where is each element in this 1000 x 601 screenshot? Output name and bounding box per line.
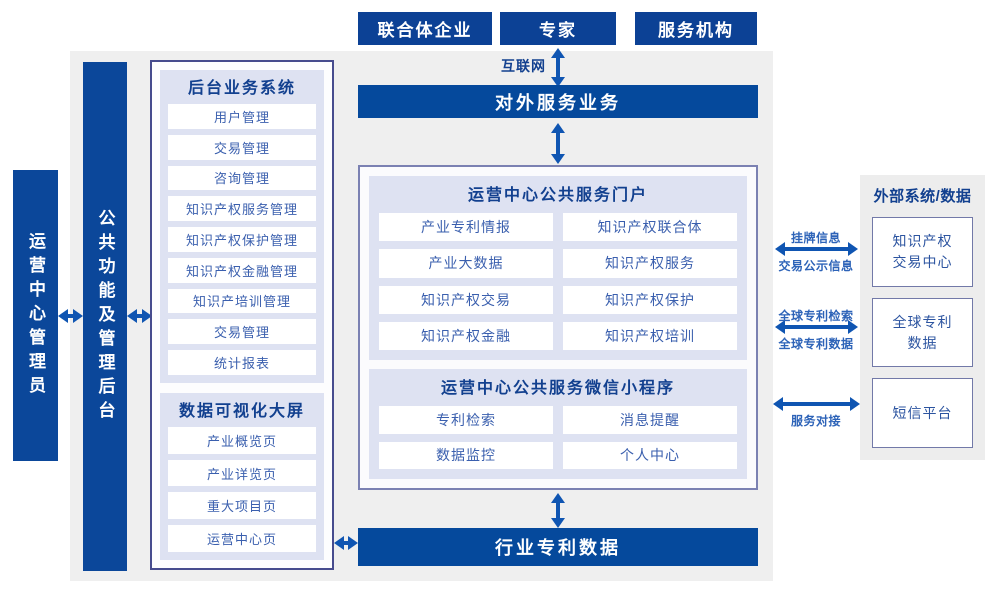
left-panel: 后台业务系统 用户管理 交易管理 咨询管理 知识产权服务管理 知识产权保护管理 … (150, 60, 334, 570)
external-systems-title: 外部系统/数据 (873, 188, 972, 205)
box-label-line: 全球专利 (892, 313, 953, 330)
portal-title: 运营中心公共服务门户 (467, 187, 648, 204)
portal-items: 产业专利情报 知识产权联合体 产业大数据 知识产权服务 知识产权交易 知识产权保… (379, 213, 737, 351)
list-item: 运营中心页 (168, 525, 316, 553)
center-panel: 运营中心公共服务门户 产业专利情报 知识产权联合体 产业大数据 知识产权服务 知… (358, 165, 758, 490)
external-system-global-patent-data: 全球专利 数据 (872, 297, 973, 368)
list-item: 知识产权服务 (563, 249, 737, 278)
list-item: 产业详览页 (168, 459, 316, 487)
data-visualization-section: 数据可视化大屏 产业概览页 产业详览页 重大项目页 运营中心页 (160, 392, 324, 560)
arrow-label-listing-info: 挂牌信息 (790, 231, 841, 245)
data-visualization-items: 产业概览页 产业详览页 重大项目页 运营中心页 (168, 426, 316, 553)
backend-system-section: 后台业务系统 用户管理 交易管理 咨询管理 知识产权服务管理 知识产权保护管理 … (160, 70, 324, 383)
list-item: 知识产权联合体 (563, 213, 737, 242)
operation-center-admin-box: 运营中心管理员 (13, 170, 58, 461)
external-service-bar: 对外服务业务 (358, 85, 758, 118)
list-item: 产业大数据 (379, 249, 553, 278)
list-item: 知识产权金融管理 (168, 257, 316, 283)
list-item: 知识产权金融 (379, 321, 553, 351)
mini-program-items: 专利检索 消息提醒 数据监控 个人中心 (379, 406, 737, 469)
wechat-mini-program-section: 运营中心公共服务微信小程序 专利检索 消息提醒 数据监控 个人中心 (369, 369, 747, 479)
external-system-ip-trading-center: 知识产权 交易中心 (872, 217, 973, 287)
box-label-line: 数据 (907, 334, 938, 351)
actor-consortium-enterprises: 联合体企业 (358, 12, 492, 45)
list-item: 知识产权保护管理 (168, 227, 316, 252)
list-item: 产业概览页 (168, 426, 316, 454)
list-item: 个人中心 (563, 441, 737, 469)
list-item: 专利检索 (379, 406, 553, 434)
arrow-label-global-patent-data: 全球专利数据 (778, 337, 854, 351)
double-arrow-icon (127, 309, 152, 323)
data-visualization-title: 数据可视化大屏 (178, 402, 305, 420)
internet-label: 互联网 (501, 58, 546, 74)
double-arrow-icon (551, 493, 565, 528)
arrow-label-global-patent-search: 全球专利检索 (778, 309, 854, 323)
list-item: 知识产培训管理 (168, 288, 316, 314)
list-item: 数据监控 (379, 441, 553, 469)
list-item: 重大项目页 (168, 492, 316, 520)
double-arrow-icon (775, 320, 858, 334)
double-arrow-icon (334, 536, 358, 550)
actor-service-agencies: 服务机构 (635, 12, 757, 45)
list-item: 交易管理 (168, 319, 316, 344)
external-system-sms-platform: 短信平台 (872, 378, 973, 449)
double-arrow-icon (775, 242, 858, 256)
arrow-label-trade-publicity-info: 交易公示信息 (778, 259, 854, 273)
list-item: 用户管理 (168, 104, 316, 129)
list-item: 知识产权交易 (379, 285, 553, 314)
list-item: 统计报表 (168, 350, 316, 375)
double-arrow-icon (773, 397, 860, 411)
backend-system-items: 用户管理 交易管理 咨询管理 知识产权服务管理 知识产权保护管理 知识产权金融管… (168, 104, 316, 375)
double-arrow-icon (551, 48, 565, 87)
public-function-backend-bar: 公共功能及管理后台 (83, 62, 127, 571)
list-item: 咨询管理 (168, 165, 316, 191)
list-item: 产业专利情报 (379, 213, 553, 242)
list-item: 消息提醒 (563, 406, 737, 434)
public-service-portal-section: 运营中心公共服务门户 产业专利情报 知识产权联合体 产业大数据 知识产权服务 知… (369, 176, 747, 361)
mini-program-title: 运营中心公共服务微信小程序 (440, 380, 675, 398)
list-item: 知识产权服务管理 (168, 196, 316, 221)
list-item: 知识产权保护 (563, 285, 737, 314)
actor-experts: 专家 (500, 12, 616, 45)
industry-patent-data-bar: 行业专利数据 (358, 528, 758, 566)
box-label-line: 短信平台 (892, 404, 953, 421)
external-systems-panel: 外部系统/数据 知识产权 交易中心 全球专利 数据 短信平台 (860, 175, 985, 460)
box-label-line: 知识产权 (892, 232, 953, 249)
double-arrow-icon (58, 309, 83, 323)
backend-system-title: 后台业务系统 (187, 80, 296, 97)
double-arrow-icon (551, 123, 565, 164)
list-item: 知识产权培训 (563, 321, 737, 351)
box-label-line: 交易中心 (892, 253, 953, 270)
arrow-label-service-connection: 服务对接 (790, 414, 841, 428)
list-item: 交易管理 (168, 134, 316, 160)
